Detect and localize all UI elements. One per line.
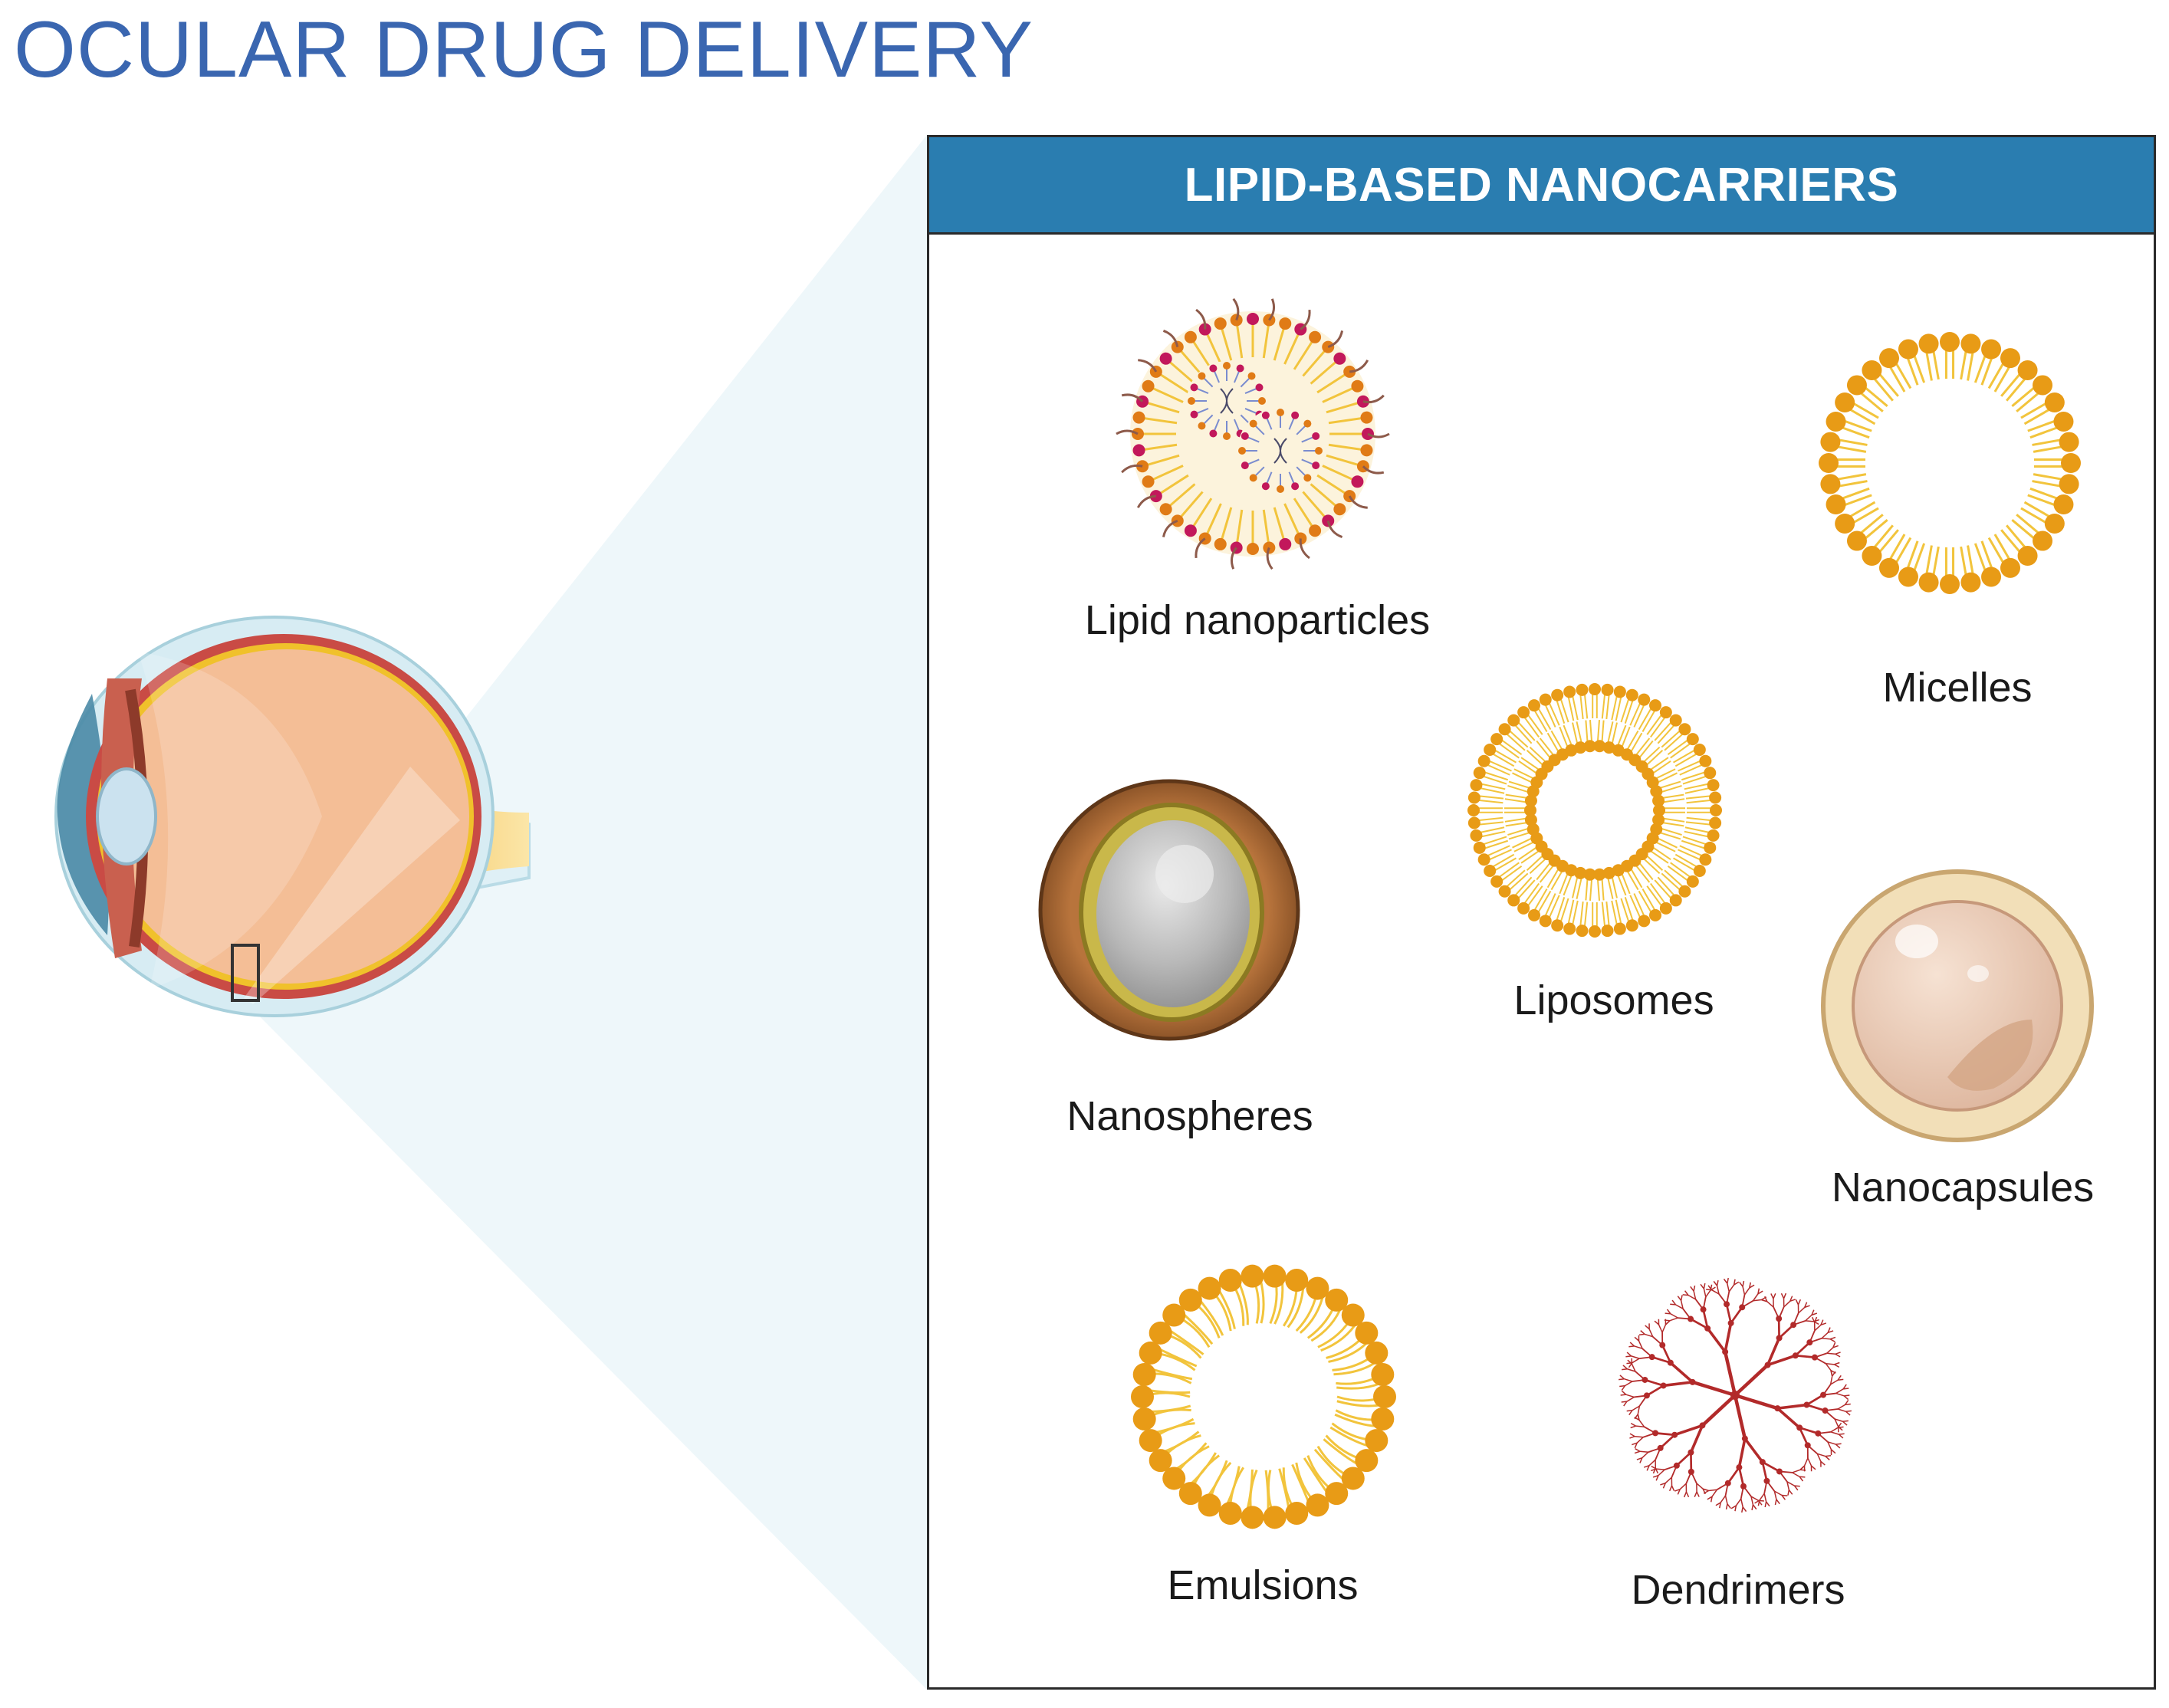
label-nanocapsules: Nanocapsules <box>1831 1164 2095 1210</box>
label-micelles: Micelles <box>1882 665 2033 711</box>
liposome-icon <box>1467 683 1722 938</box>
panel-header: LIPID-BASED NANOCARRIERS <box>929 137 2154 235</box>
micelle-icon <box>1819 332 2081 594</box>
label-liposomes: Liposomes <box>1513 977 1714 1023</box>
dendrimer-icon <box>1619 1277 1852 1513</box>
emulsion-icon <box>1131 1264 1396 1529</box>
label-dendrimers: Dendrimers <box>1631 1567 1845 1613</box>
label-emulsions: Emulsions <box>1167 1562 1359 1608</box>
nanocapsule-icon <box>1821 869 2094 1142</box>
panel-title: LIPID-BASED NANOCARRIERS <box>1184 158 1899 212</box>
eye-cross-section-icon <box>54 616 531 1017</box>
lipid-nanoparticle-icon <box>1116 297 1390 570</box>
nanosphere-icon <box>1038 779 1300 1041</box>
label-nanospheres: Nanospheres <box>1066 1093 1313 1139</box>
zoom-box <box>231 944 260 1002</box>
label-lipid-nanoparticles: Lipid nanoparticles <box>1084 597 1431 643</box>
page-title: OCULAR DRUG DELIVERY <box>14 5 1034 94</box>
